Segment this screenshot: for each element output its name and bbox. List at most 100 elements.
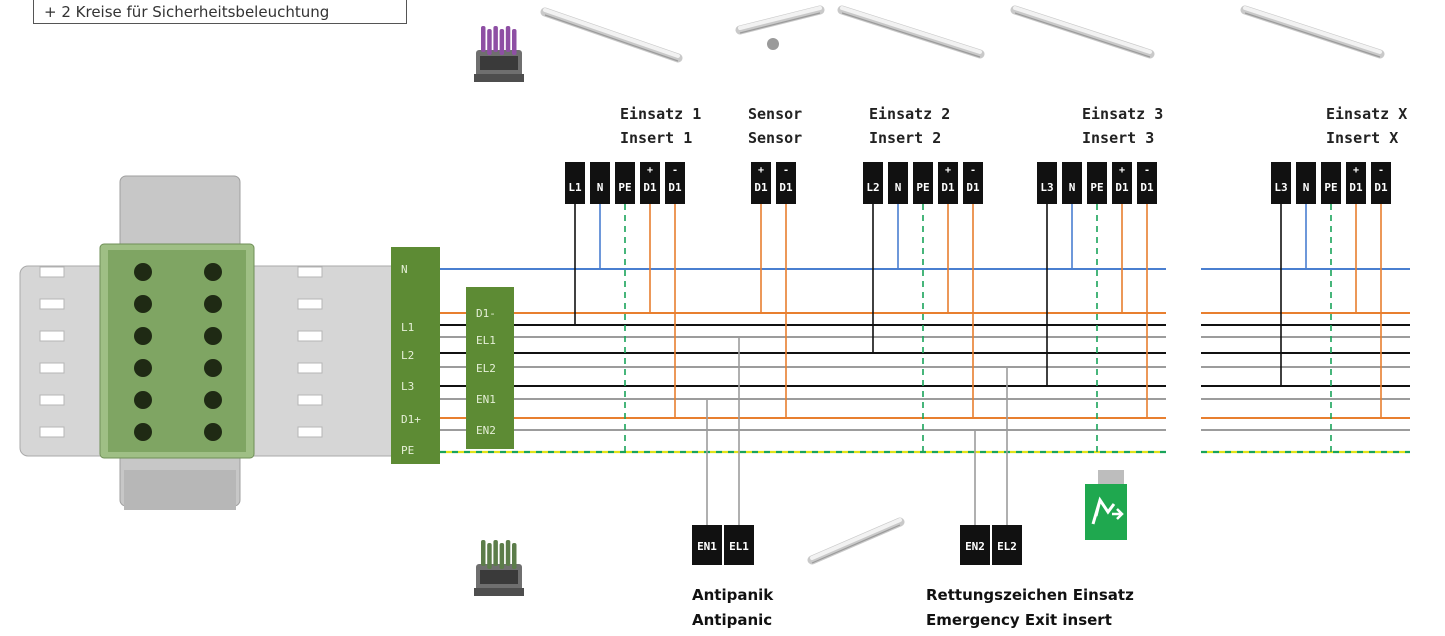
- terminal-label-2-3: D1: [941, 181, 955, 194]
- bus-label-el1: EL1: [476, 334, 496, 347]
- bottom-caption-subtitle-0: Antipanic: [692, 611, 772, 629]
- luminaire-antipanic-icon: [807, 517, 905, 565]
- insert-subtitle-3: Insert 3: [1082, 129, 1154, 147]
- terminal-label-4-1: N: [1303, 181, 1310, 194]
- terminal-3-4: [1137, 162, 1157, 204]
- luminaire-insert-3-icon: [1010, 5, 1155, 59]
- terminal-label-4-0: L3: [1274, 181, 1287, 194]
- insert-title-1: Sensor: [748, 105, 802, 123]
- terminal-sign-2-3: +: [945, 165, 951, 176]
- distribution-block-icon: [19, 175, 409, 510]
- terminal-label-0-2: PE: [618, 181, 631, 194]
- insert-subtitle-1: Sensor: [748, 129, 802, 147]
- terminal-label-0-1: N: [597, 181, 604, 194]
- insert-subtitle-2: Insert 2: [869, 129, 941, 147]
- terminal-3-3: [1112, 162, 1132, 204]
- insert-title-4: Einsatz X: [1326, 105, 1407, 123]
- terminal-0-4: [665, 162, 685, 204]
- bottom-terminal-0-1: [724, 525, 754, 565]
- terminal-1-1: [776, 162, 796, 204]
- bus-label-d1plus: D1+: [401, 413, 421, 426]
- terminal-3-0: [1037, 162, 1057, 204]
- luminaire-insert-1-icon: [540, 7, 683, 63]
- terminal-label-2-0: L2: [866, 181, 879, 194]
- bus-label-el2: EL2: [476, 362, 496, 375]
- terminal-4-0: [1271, 162, 1291, 204]
- terminal-4-3: [1346, 162, 1366, 204]
- bottom-caption-title-1: Rettungszeichen Einsatz: [926, 586, 1134, 604]
- insert-title-0: Einsatz 1: [620, 105, 701, 123]
- terminal-3-2: [1087, 162, 1107, 204]
- terminal-label-2-2: PE: [916, 181, 929, 194]
- bus-label-l3: L3: [401, 380, 414, 393]
- main-bus-bar: [391, 247, 440, 464]
- terminal-label-3-2: PE: [1090, 181, 1103, 194]
- bus-label-l2: L2: [401, 349, 414, 362]
- terminal-label-1-1: D1: [779, 181, 793, 194]
- terminal-sign-0-4: -: [672, 165, 678, 176]
- bus-label-en1: EN1: [476, 393, 496, 406]
- terminal-4-4: [1371, 162, 1391, 204]
- terminal-2-0: [863, 162, 883, 204]
- terminal-label-0-4: D1: [668, 181, 682, 194]
- sensor-icon: [767, 38, 779, 50]
- insert-subtitle-0: Insert 1: [620, 129, 692, 147]
- bottom-terminal-1-0: [960, 525, 990, 565]
- terminal-label-2-1: N: [895, 181, 902, 194]
- terminal-sign-4-4: -: [1378, 165, 1384, 176]
- bottom-caption-subtitle-1: Emergency Exit insert: [926, 611, 1112, 629]
- terminal-label-2-4: D1: [966, 181, 980, 194]
- bus-label-d1minus: D1-: [476, 307, 496, 320]
- aux-bus-bar: [466, 287, 514, 449]
- terminal-0-0: [565, 162, 585, 204]
- exit-sign-icon: [1085, 470, 1127, 540]
- luminaire-insert-2-icon: [837, 5, 985, 59]
- terminal-label-0-0: L1: [568, 181, 582, 194]
- terminal-0-1: [590, 162, 610, 204]
- terminal-0-3: [640, 162, 660, 204]
- terminal-label-3-1: N: [1069, 181, 1076, 194]
- terminal-label-1-0: D1: [754, 181, 768, 194]
- luminaire-insert-x-icon: [1240, 5, 1385, 59]
- terminal-4-2: [1321, 162, 1341, 204]
- terminal-0-2: [615, 162, 635, 204]
- terminal-label-4-4: D1: [1374, 181, 1388, 194]
- terminal-1-0: [751, 162, 771, 204]
- bottom-terminal-label-1-0: EN2: [965, 540, 985, 553]
- connector-module-top-icon: [474, 26, 524, 82]
- bus-label-en2: EN2: [476, 424, 496, 437]
- connector-module-bottom-icon: [474, 540, 524, 596]
- bottom-terminal-1-1: [992, 525, 1022, 565]
- terminal-sign-1-1: -: [783, 165, 789, 176]
- terminal-sign-4-3: +: [1353, 165, 1359, 176]
- terminal-label-4-3: D1: [1349, 181, 1363, 194]
- terminal-label-3-0: L3: [1040, 181, 1053, 194]
- bus-label-l1: L1: [401, 321, 414, 334]
- terminal-2-2: [913, 162, 933, 204]
- terminal-label-4-2: PE: [1324, 181, 1337, 194]
- bus-label-n: N: [401, 263, 408, 276]
- note-box: + 2 Kreise für Sicherheitsbeleuchtung: [33, 0, 407, 24]
- terminal-sign-1-0: +: [758, 165, 764, 176]
- terminal-2-1: [888, 162, 908, 204]
- terminal-sign-0-3: +: [647, 165, 653, 176]
- terminal-2-3: [938, 162, 958, 204]
- terminal-4-1: [1296, 162, 1316, 204]
- insert-title-3: Einsatz 3: [1082, 105, 1163, 123]
- bottom-terminal-label-0-1: EL1: [729, 540, 749, 553]
- terminal-2-4: [963, 162, 983, 204]
- luminaire-sensor-icon: [735, 5, 825, 35]
- bottom-terminal-0-0: [692, 525, 722, 565]
- bottom-terminal-label-0-0: EN1: [697, 540, 717, 553]
- insert-subtitle-4: Insert X: [1326, 129, 1398, 147]
- terminal-sign-3-3: +: [1119, 165, 1125, 176]
- insert-title-2: Einsatz 2: [869, 105, 950, 123]
- bottom-caption-title-0: Antipanik: [692, 586, 774, 604]
- terminal-sign-3-4: -: [1144, 165, 1150, 176]
- terminal-label-0-3: D1: [643, 181, 657, 194]
- terminal-sign-2-4: -: [970, 165, 976, 176]
- terminal-label-3-3: D1: [1115, 181, 1129, 194]
- bus-label-pe: PE: [401, 444, 414, 457]
